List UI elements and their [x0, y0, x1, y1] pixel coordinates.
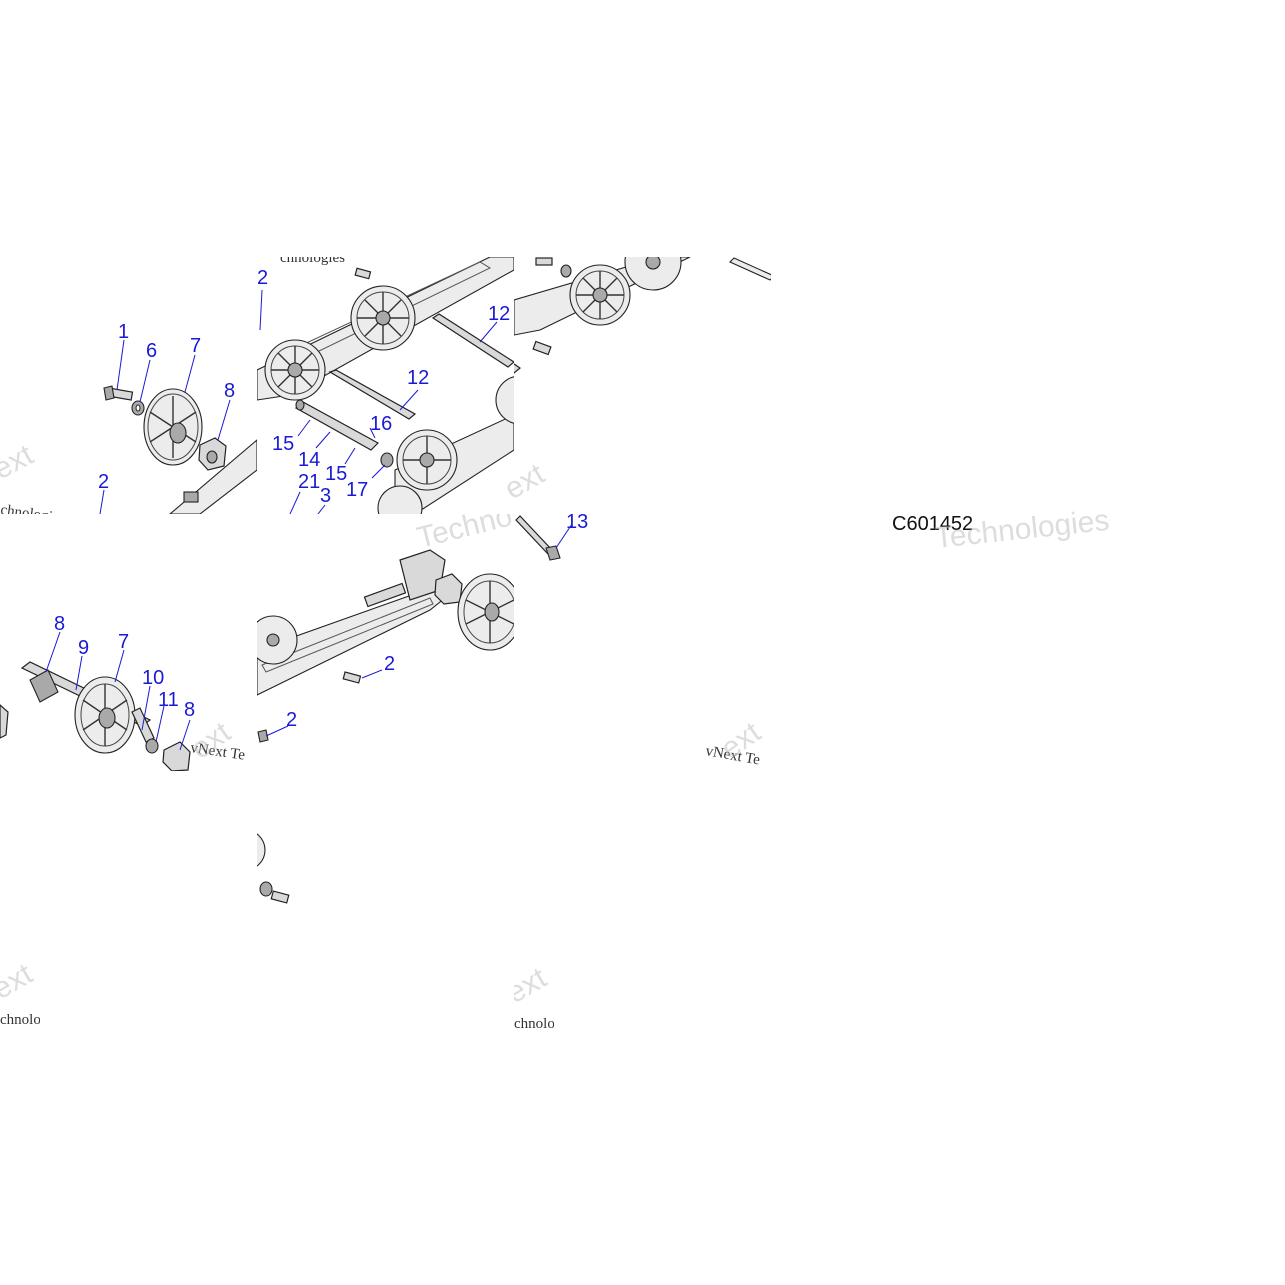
washer-17	[380, 452, 394, 468]
watermark-text: chnologies	[772, 258, 837, 274]
watermark-text: chnologies	[0, 1012, 65, 1028]
callout-8: 8	[184, 699, 195, 721]
watermark-text: ext	[0, 957, 39, 1006]
tile-axle-assembly: vNext Te ext 8 9 7 10 11 8	[0, 613, 246, 771]
bogie-wheel	[624, 257, 682, 291]
bolt-1	[103, 385, 134, 401]
diagram-code-area: C601452 Technologies	[892, 504, 1111, 555]
slide-block-8	[198, 437, 227, 471]
callout-15: 15	[325, 463, 347, 485]
callout-10: 10	[142, 667, 164, 689]
shaft-12-long	[328, 369, 417, 420]
watermark-text: vNext Te	[189, 740, 246, 764]
callout-2: 2	[384, 653, 395, 675]
callout-15: 15	[272, 433, 294, 455]
callout-2: 2	[257, 267, 268, 289]
tile-fragment-bolt	[257, 833, 290, 904]
tile-rail-right: chnologies	[514, 257, 837, 374]
callout-21: 21	[298, 471, 320, 493]
tile-long-bolt: 13 vNext Te ext	[515, 511, 767, 769]
washer-11	[145, 738, 159, 754]
shaft-12	[514, 363, 522, 374]
callout-12: 12	[488, 303, 510, 325]
bogie-wheel	[264, 339, 326, 401]
shaft-14	[294, 399, 379, 451]
bogie-wheel	[569, 264, 631, 326]
watermark-text: ext	[501, 961, 553, 1010]
callout-2: 2	[98, 471, 109, 493]
tile-rail-bracket: Technologies 2 2	[257, 514, 514, 743]
washer-6	[131, 400, 145, 416]
callout-16: 16	[370, 413, 392, 435]
tile-fragment-wm-left: ext chnologies	[0, 957, 65, 1028]
wheel-edge	[495, 376, 514, 424]
callout-2: 2	[286, 709, 297, 731]
watermark-text: ext	[499, 457, 551, 506]
wheel-7	[74, 676, 136, 754]
bolt-13	[515, 515, 561, 561]
callout-8: 8	[224, 380, 235, 402]
bogie-wheel	[396, 429, 458, 491]
watermark-text: chnologies	[280, 250, 345, 266]
tile-6-upper-left-bolt: ext	[499, 457, 551, 506]
nut-2	[257, 729, 269, 743]
diagram-code: C601452	[892, 513, 973, 535]
tile-fragment-wm-right: ext chnologies	[501, 961, 579, 1032]
bolt-2	[342, 671, 362, 684]
callout-11: 11	[158, 689, 179, 711]
bogie-wheel	[257, 615, 298, 665]
bolt-top	[354, 267, 372, 280]
callout-7: 7	[190, 335, 201, 357]
callout-1: 1	[118, 321, 129, 343]
callout-12: 12	[407, 367, 429, 389]
wheel-7	[143, 388, 203, 466]
bolt	[532, 340, 552, 356]
watermark-text: chnologies	[0, 502, 66, 527]
tile-rail-shafts: chnologies 2 12 15 14 15 16 17 21 3	[257, 250, 514, 514]
rail-fragment	[169, 439, 257, 514]
slide-block	[434, 573, 463, 605]
callout-13: 13	[566, 511, 588, 533]
callout-6: 6	[146, 340, 157, 362]
tile-wheel-kit: ext chnologies 1 6 7 8 2	[0, 321, 257, 527]
shaft-12-upper: 12	[431, 303, 514, 368]
callout-7: 7	[118, 631, 129, 653]
wheel-large	[457, 573, 514, 651]
callout-8: 8	[54, 613, 65, 635]
callout-17: 17	[346, 479, 368, 501]
callout-14: 14	[298, 449, 320, 471]
watermark-text: ext	[0, 438, 39, 486]
slide-block-8	[162, 741, 191, 771]
callout-3: 3	[320, 485, 331, 507]
bogie-wheel	[350, 285, 416, 351]
watermark-text: chnologies	[514, 1016, 579, 1032]
watermark-text: Technologies	[933, 504, 1111, 555]
callout-9: 9	[78, 637, 89, 659]
